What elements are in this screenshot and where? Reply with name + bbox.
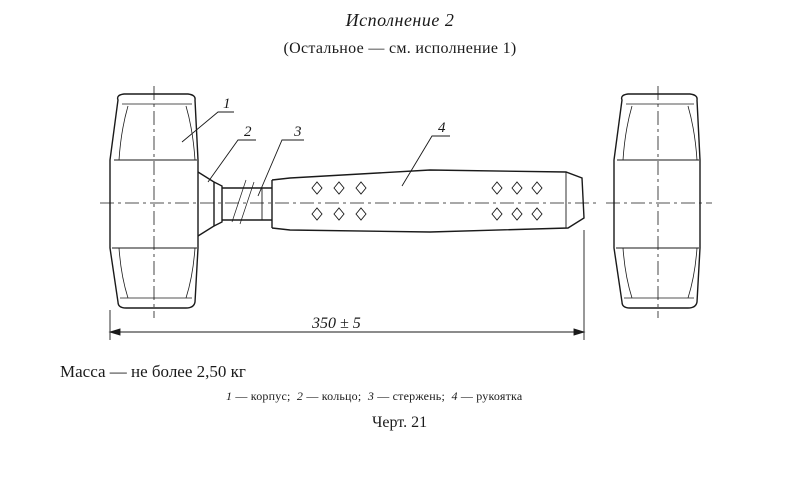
callout-2: 2 [244,124,252,140]
callout-3: 3 [293,124,302,140]
legend-text-4: — рукоятка [460,389,523,403]
page-title: Исполнение 2 [345,10,455,30]
hammer-head-left [109,93,199,309]
callout-4: 4 [438,120,446,136]
legend-num-3: 3 [367,389,375,403]
hammer-head-right [613,93,701,309]
mass-note: Масса — не более 2,50 кг [60,362,246,381]
legend-text-2: — кольцо; [306,389,362,403]
legend-num-2: 2 [296,389,304,403]
legend-num-4: 4 [451,389,458,403]
hammer-ring [197,171,223,237]
callout-1: 1 [223,96,231,112]
page-subtitle: (Остальное — см. исполнение 1) [283,40,517,57]
legend-text-1: — корпус; [235,389,291,403]
legend-num-1: 1 [226,389,233,403]
dimension-350 [108,230,586,340]
center-lines [100,86,712,318]
parts-legend: 1 — корпус; 2 — кольцо; 3 — стержень; 4 … [226,389,522,404]
knurl-pattern [311,181,543,221]
dimension-label: 350 ± 5 [311,315,361,332]
callout-leaders [181,111,450,197]
legend-text-3: — стержень; [377,389,446,403]
figure-caption: Черт. 21 [372,414,428,431]
hammer-handle [271,169,585,233]
hammer-rod [222,179,272,225]
